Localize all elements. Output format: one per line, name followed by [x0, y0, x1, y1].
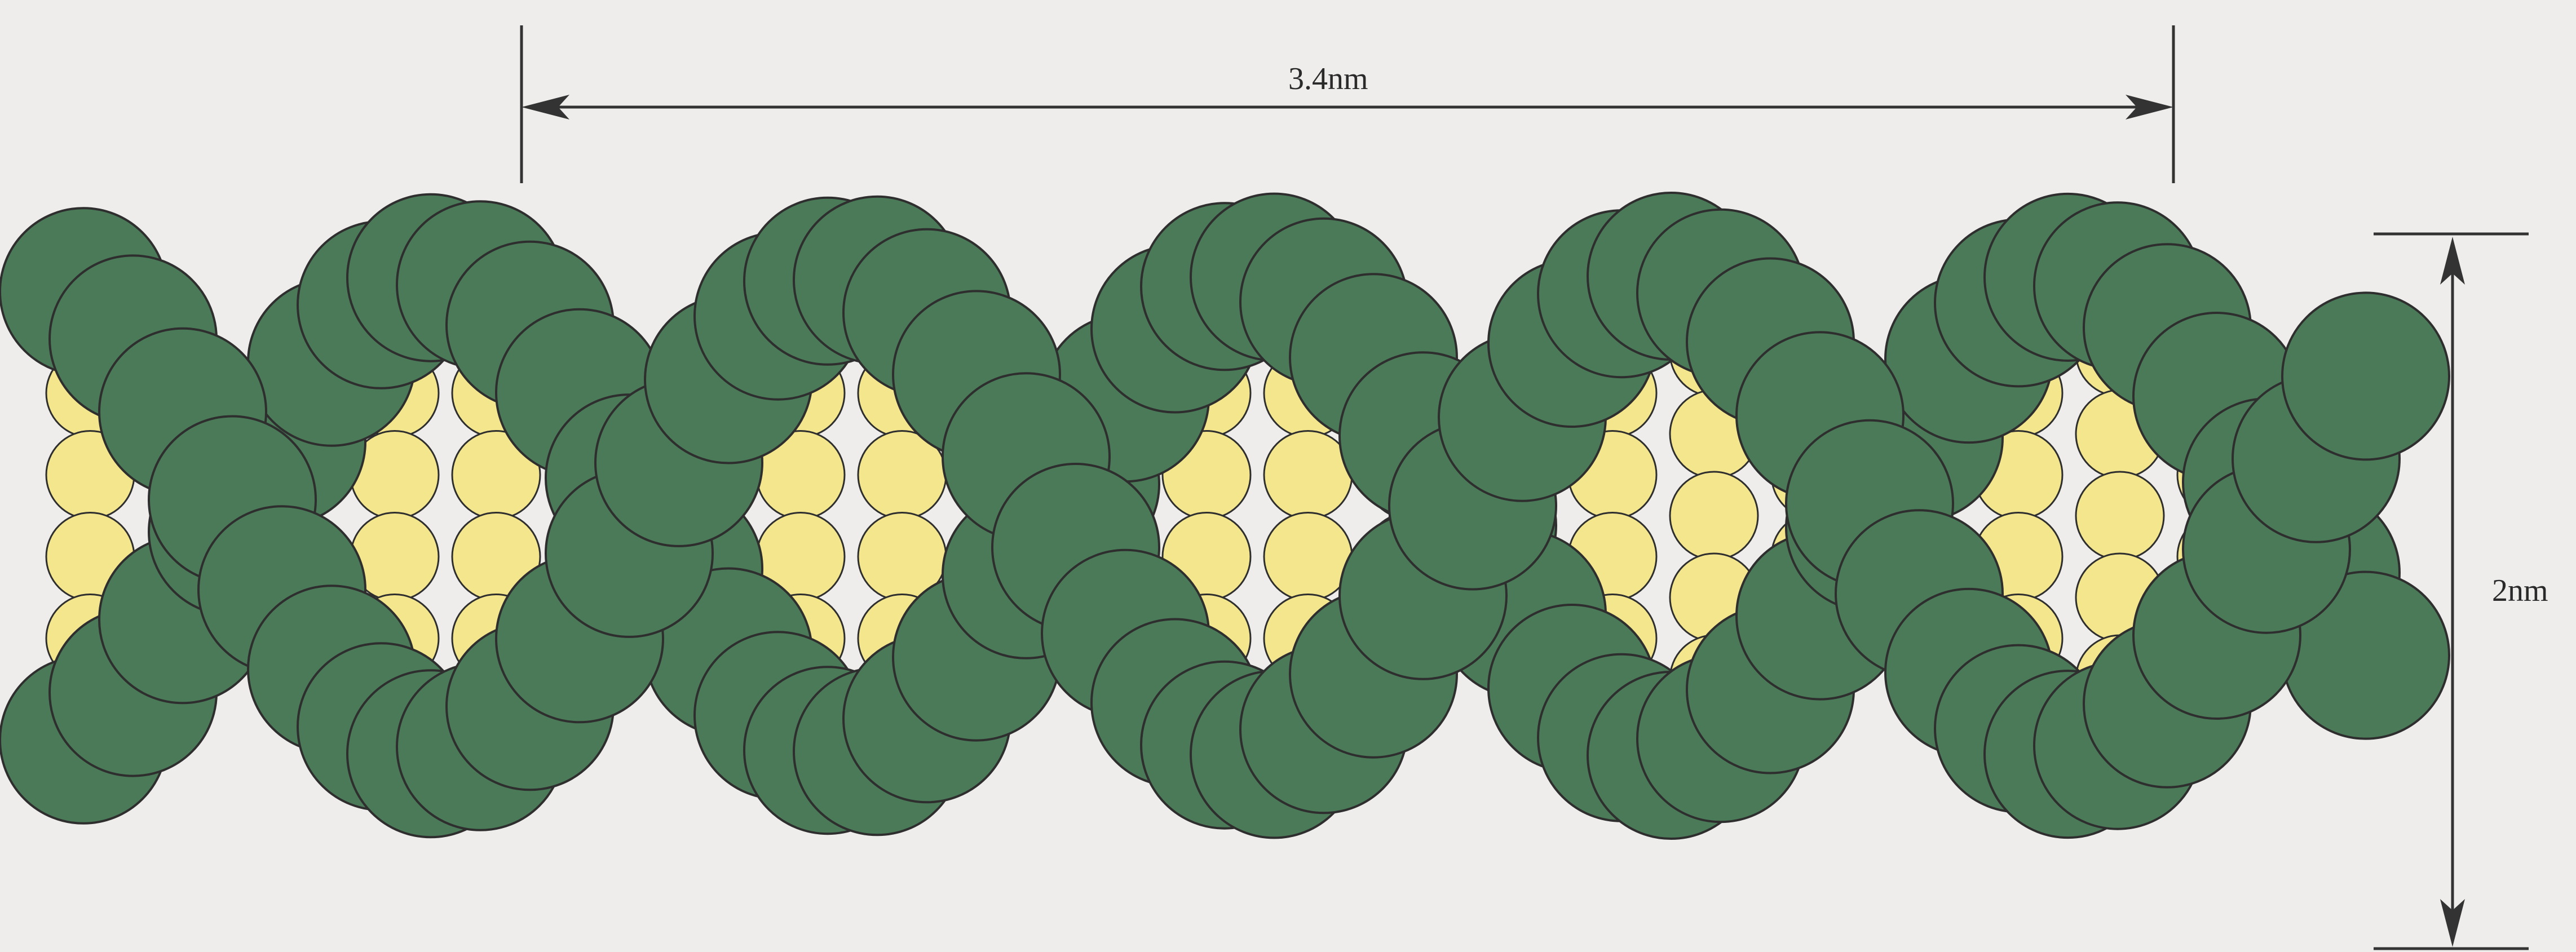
base-circle — [1264, 513, 1352, 601]
backbone-sphere — [2282, 293, 2449, 459]
base-circle — [2076, 472, 2164, 560]
helix-pitch-label: 3.4nm — [1288, 63, 1368, 95]
base-circle — [1264, 431, 1352, 519]
helix-width-label: 2nm — [2492, 575, 2548, 606]
base-circle — [1670, 472, 1758, 560]
